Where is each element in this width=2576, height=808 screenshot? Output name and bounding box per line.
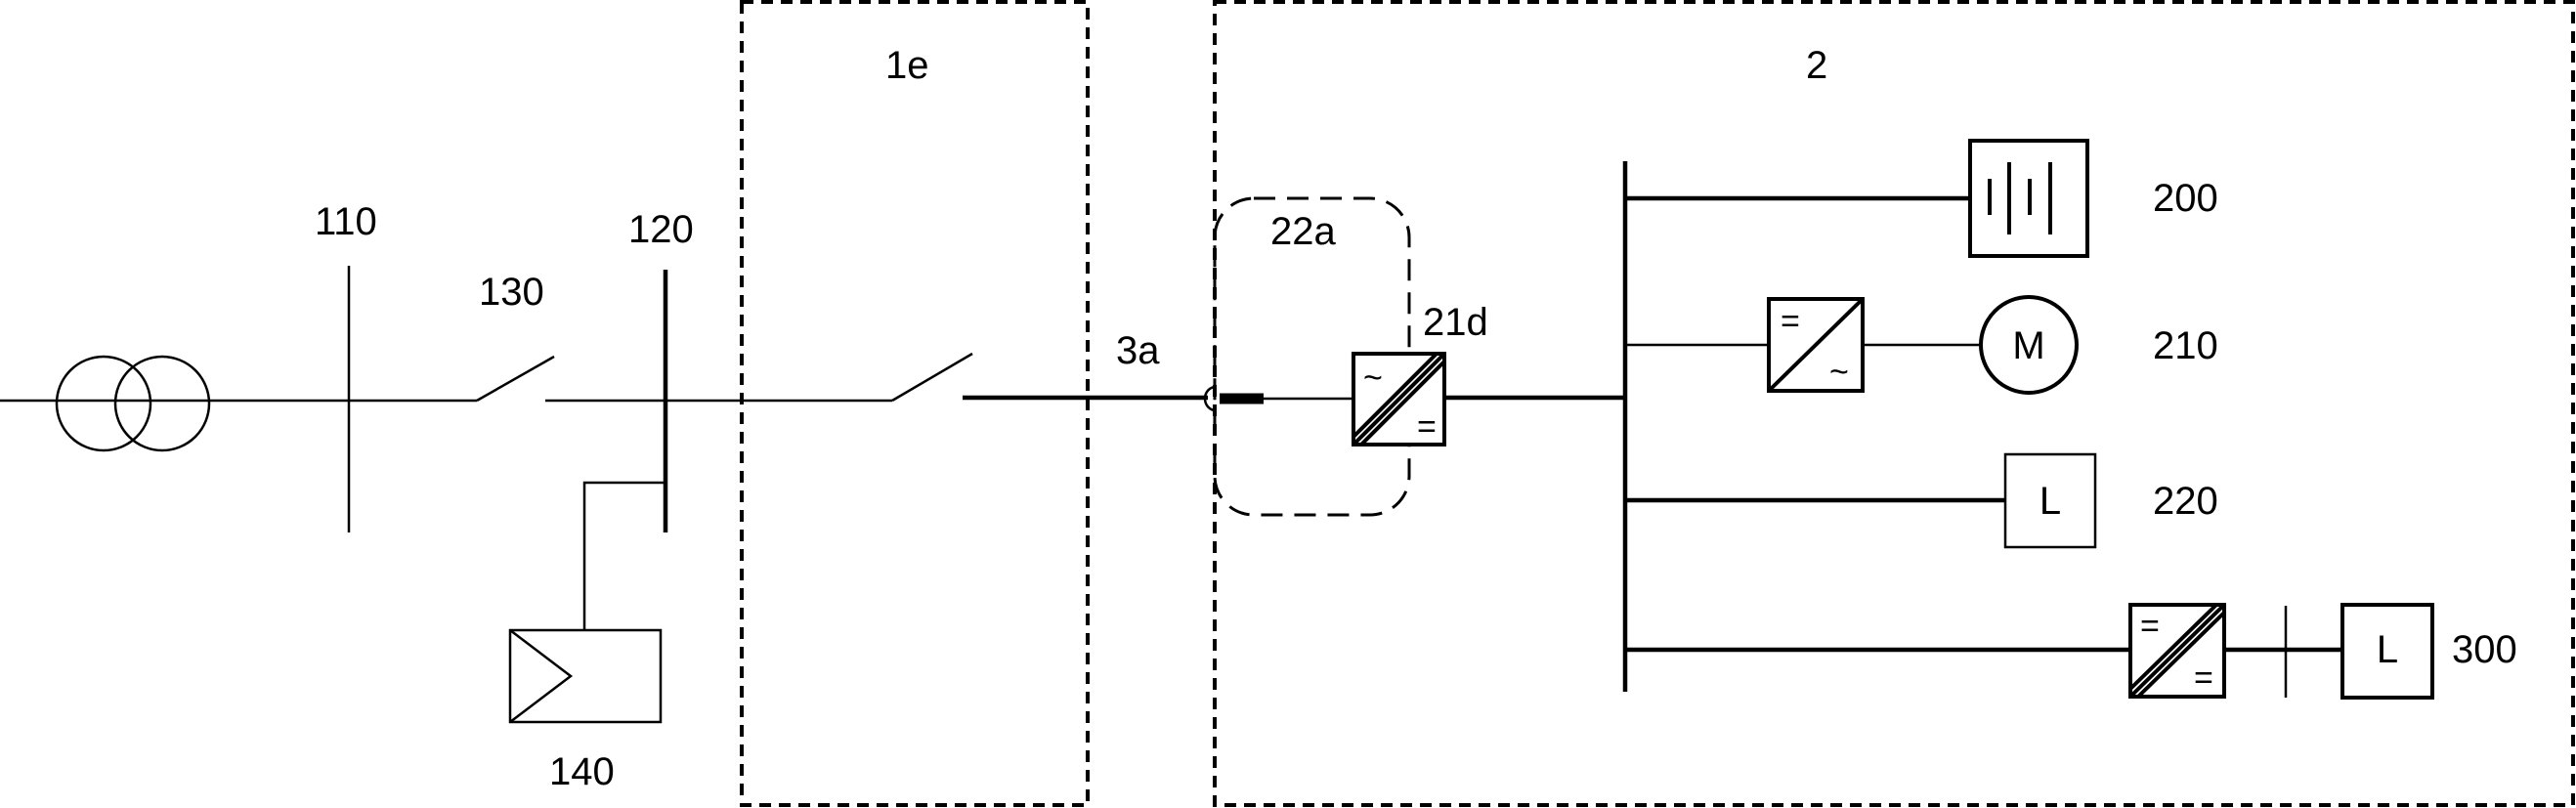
label-1e: 1e bbox=[885, 44, 929, 87]
label-300: 300 bbox=[2452, 628, 2517, 671]
converter-21d-ac: ~ bbox=[1363, 360, 1383, 397]
transformer-icon bbox=[55, 355, 211, 452]
converter-300-dc-top: = bbox=[2140, 608, 2160, 645]
converter-210-ac: ~ bbox=[1829, 354, 1849, 391]
converter-21d-dc: = bbox=[1417, 408, 1437, 446]
label-21d: 21d bbox=[1423, 301, 1488, 344]
load-300-symbol: L bbox=[2377, 628, 2398, 671]
generator-140-icon bbox=[508, 628, 663, 724]
label-200: 200 bbox=[2153, 177, 2218, 220]
region-2 bbox=[1213, 0, 2575, 807]
label-220: 220 bbox=[2153, 480, 2218, 523]
converter-21d-icon: ~ = bbox=[1352, 352, 1446, 447]
label-3a: 3a bbox=[1116, 329, 1160, 372]
switch-1e-icon bbox=[891, 352, 973, 403]
switch-130-icon bbox=[476, 355, 555, 403]
converter-300-icon: = = bbox=[2128, 603, 2226, 699]
region-1e bbox=[740, 0, 1090, 807]
label-120: 120 bbox=[628, 208, 694, 251]
label-140: 140 bbox=[549, 750, 615, 793]
label-2: 2 bbox=[1806, 44, 1827, 87]
feeder-140-line bbox=[582, 481, 665, 630]
connector-3a-icon bbox=[1203, 385, 1217, 412]
load-300-icon: L bbox=[2340, 603, 2434, 700]
motor-210-icon: M bbox=[1979, 295, 2079, 395]
label-22a: 22a bbox=[1270, 210, 1336, 253]
label-210: 210 bbox=[2153, 324, 2218, 367]
converter-210-dc: = bbox=[1781, 303, 1800, 340]
region-22a bbox=[1213, 196, 1411, 517]
converter-210-icon: = ~ bbox=[1767, 297, 1865, 393]
motor-symbol: M bbox=[2012, 324, 2044, 367]
battery-200-icon bbox=[1968, 139, 2089, 258]
label-130: 130 bbox=[479, 271, 544, 314]
load-220-symbol: L bbox=[2039, 480, 2061, 523]
label-110: 110 bbox=[315, 200, 377, 243]
converter-300-dc-bottom: = bbox=[2194, 659, 2213, 697]
load-220-icon: L bbox=[2003, 452, 2097, 549]
